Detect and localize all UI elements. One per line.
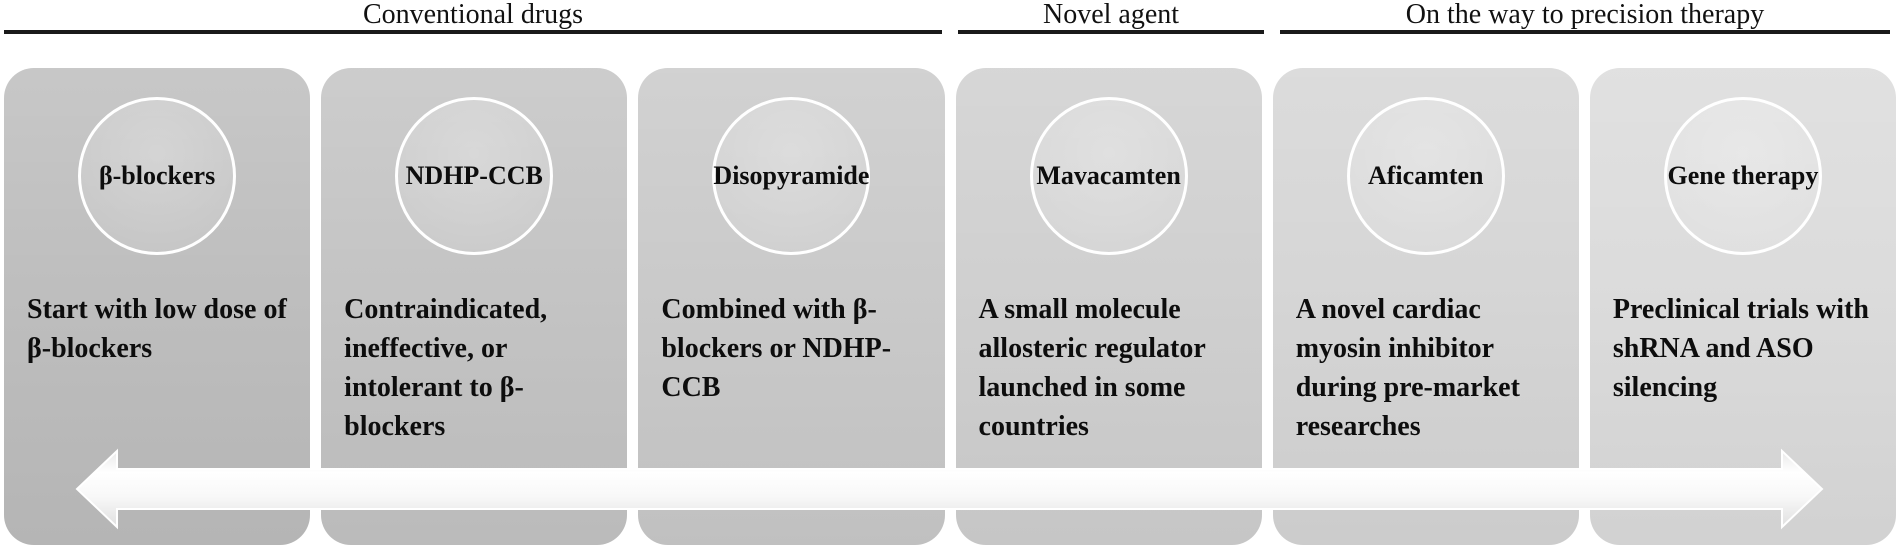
gene-therapy-circle-badge: Gene therapy bbox=[1663, 97, 1822, 255]
card-description: Preclinical trials with shRNA and ASO si… bbox=[1612, 294, 1869, 403]
card-description: A novel cardiac myosin inhibitor during … bbox=[1295, 294, 1520, 442]
group-header-precision-therapy: On the way to precision therapy bbox=[1280, 0, 1890, 34]
mavacamten-circle-badge: Mavacamten bbox=[1029, 97, 1188, 255]
beta-blockers-circle-badge: β-blockers bbox=[78, 97, 237, 255]
card-gene-therapy: Gene therapy Preclinical trials with shR… bbox=[1589, 68, 1897, 545]
card-ndhp-ccb: NDHP-CCB Contraindicated, ineffective, o… bbox=[321, 68, 628, 545]
group-header-label: Conventional drugs bbox=[362, 0, 584, 30]
card-description: Contraindicated, ineffective, or intoler… bbox=[344, 294, 548, 442]
circle-label: Gene therapy bbox=[1667, 161, 1819, 190]
card-mavacamten: Mavacamten A small molecule allosteric r… bbox=[955, 68, 1262, 545]
card-row: β-blockers Start with low dose of β-bloc… bbox=[4, 68, 1897, 545]
card-description: A small molecule allosteric regulator la… bbox=[978, 294, 1206, 442]
ndhp-ccb-circle-badge: NDHP-CCB bbox=[395, 97, 554, 255]
group-header-label: Novel agent bbox=[1042, 0, 1180, 30]
group-header-label: On the way to precision therapy bbox=[1405, 0, 1765, 30]
card-disopyramide: Disopyramide Combined with β-blockers or… bbox=[638, 68, 945, 545]
card-beta-blockers: β-blockers Start with low dose of β-bloc… bbox=[4, 68, 311, 545]
aficamten-circle-badge: Aficamten bbox=[1346, 97, 1505, 255]
group-header-conventional-drugs: Conventional drugs bbox=[4, 0, 942, 34]
disopyramide-circle-badge: Disopyramide bbox=[712, 97, 871, 255]
card-description: Combined with β-blockers or NDHP-CCB bbox=[661, 294, 892, 403]
group-header-novel-agent: Novel agent bbox=[958, 0, 1264, 34]
circle-label: Mavacamten bbox=[1036, 161, 1181, 190]
circle-label: NDHP-CCB bbox=[405, 161, 543, 190]
circle-label: Disopyramide bbox=[713, 161, 870, 190]
circle-label: Aficamten bbox=[1368, 161, 1484, 190]
card-description: Start with low dose of β-blockers bbox=[27, 294, 287, 364]
circle-label: β-blockers bbox=[98, 161, 216, 190]
card-aficamten: Aficamten A novel cardiac myosin inhibit… bbox=[1272, 68, 1579, 545]
